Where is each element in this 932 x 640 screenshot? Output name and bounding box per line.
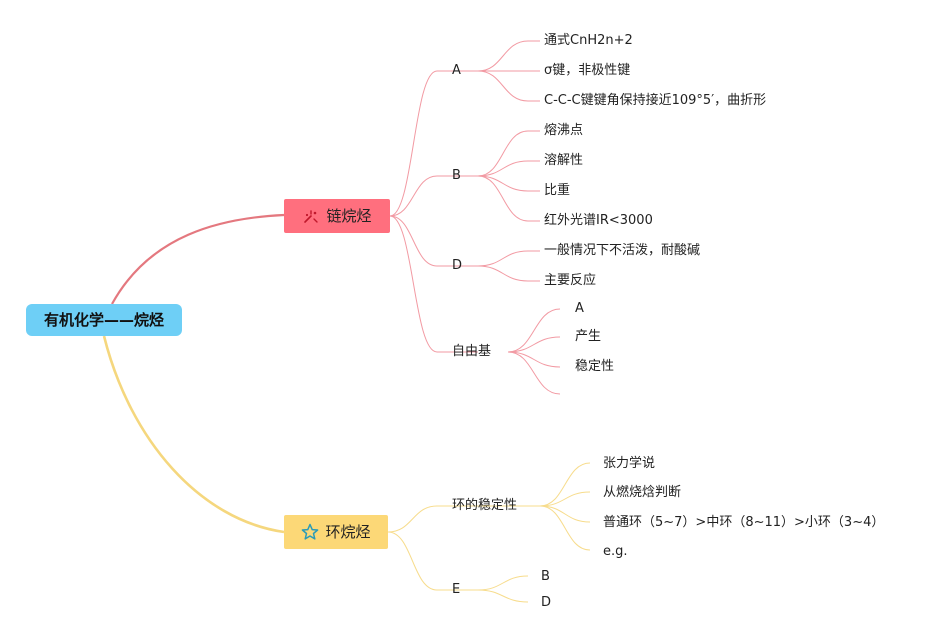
topic-link bbox=[539, 491, 591, 507]
branch-link bbox=[389, 175, 438, 217]
topic-node[interactable]: B bbox=[452, 168, 461, 183]
branch-chain-alkane[interactable]: 链烷烃 bbox=[284, 199, 390, 233]
subtopic-node[interactable]: 稳定性 bbox=[575, 359, 615, 374]
topic-node[interactable]: 自由基 bbox=[452, 344, 492, 359]
subtopic-node[interactable]: A bbox=[575, 301, 584, 316]
topic-link bbox=[539, 505, 591, 551]
sparkle-icon bbox=[304, 210, 319, 223]
root-to-chain-link bbox=[111, 213, 285, 305]
topic-link bbox=[477, 250, 529, 267]
star-icon bbox=[302, 523, 319, 540]
subtopic-node[interactable]: 红外光谱IR<3000 bbox=[544, 213, 653, 228]
branch-link bbox=[387, 505, 438, 533]
root-to-ring-link bbox=[102, 335, 285, 534]
subtopic-node[interactable]: 比重 bbox=[544, 183, 571, 198]
branch-link bbox=[389, 215, 438, 267]
subtopic-node[interactable]: 从燃烧焓判断 bbox=[603, 485, 682, 500]
subtopic-node[interactable]: C-C-C键键角保持接近109°5′，曲折形 bbox=[544, 93, 767, 108]
subtopic-node[interactable]: D bbox=[541, 595, 552, 610]
branch-cycloalkane[interactable]: 环烷烃 bbox=[284, 515, 388, 549]
subtopic-node[interactable]: 熔沸点 bbox=[544, 123, 584, 138]
topic-link bbox=[477, 160, 529, 177]
topic-link bbox=[477, 575, 529, 591]
branch-link bbox=[387, 531, 438, 591]
topic-link bbox=[477, 70, 529, 102]
subtopic-node[interactable]: σ键，非极性键 bbox=[544, 63, 631, 78]
subtopic-node[interactable]: 张力学说 bbox=[603, 456, 656, 471]
branch-link bbox=[389, 70, 438, 217]
branch-label: 链烷烃 bbox=[326, 207, 372, 225]
subtopic-node[interactable]: 通式CnH2n+2 bbox=[544, 33, 633, 48]
topic-link bbox=[477, 40, 529, 72]
subtopic-node[interactable]: 溶解性 bbox=[544, 153, 584, 168]
topic-node[interactable]: D bbox=[452, 258, 463, 273]
root-label: 有机化学——烷烃 bbox=[43, 311, 164, 329]
topic-node[interactable]: 环的稳定性 bbox=[452, 498, 518, 513]
topic-link bbox=[539, 462, 591, 507]
topic-link bbox=[477, 175, 529, 192]
topic-link bbox=[507, 351, 561, 368]
branch-label: 环烷烃 bbox=[325, 523, 371, 541]
subtopic-node[interactable]: 普通环（5~7）>中环（8~11）>小环（3~4） bbox=[603, 515, 885, 530]
topic-link bbox=[477, 130, 529, 177]
subtopic-node[interactable]: B bbox=[541, 569, 550, 584]
topic-link bbox=[477, 265, 529, 282]
topic-link bbox=[539, 505, 591, 523]
topic-link bbox=[477, 589, 529, 603]
subtopic-node[interactable]: 主要反应 bbox=[544, 273, 597, 288]
topic-node[interactable]: E bbox=[452, 582, 461, 597]
topic-link bbox=[507, 351, 561, 395]
topic-link bbox=[477, 175, 529, 222]
subtopic-node[interactable]: 一般情况下不活泼，耐酸碱 bbox=[544, 243, 701, 258]
topic-link bbox=[507, 308, 561, 353]
subtopic-node[interactable]: e.g. bbox=[603, 544, 628, 559]
subtopic-node[interactable]: 产生 bbox=[575, 329, 602, 344]
topic-link bbox=[507, 336, 561, 353]
root-node[interactable]: 有机化学——烷烃 bbox=[26, 304, 182, 336]
topic-node[interactable]: A bbox=[452, 63, 461, 78]
branch-link bbox=[389, 215, 438, 353]
